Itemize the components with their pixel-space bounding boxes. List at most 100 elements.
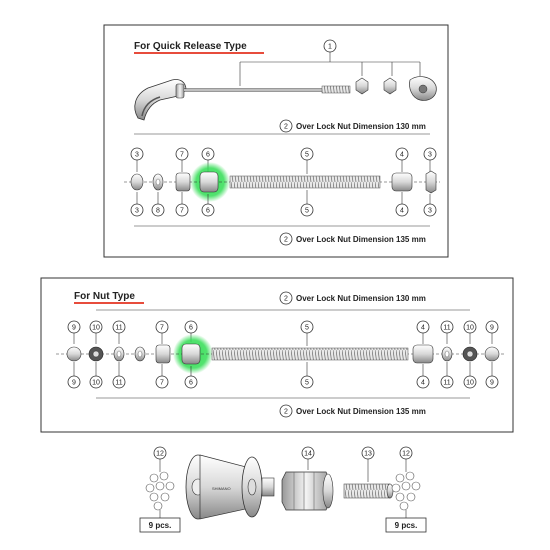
callout: 4: [395, 147, 409, 172]
svg-text:8: 8: [156, 208, 160, 215]
ball-bearings-left: 12 9 pcs.: [139, 446, 181, 533]
callout: 11: [440, 320, 454, 344]
callout: 6: [201, 147, 215, 172]
nut-type-panel: For Nut Type 2 Over Lock Nut Dimension 1…: [40, 277, 514, 433]
callout: 10: [463, 320, 477, 344]
svg-text:7: 7: [160, 325, 164, 332]
svg-text:2: 2: [284, 237, 288, 244]
svg-text:9: 9: [72, 380, 76, 387]
callout: 3: [423, 147, 437, 172]
callout: 6: [184, 320, 198, 342]
svg-text:3: 3: [135, 152, 139, 159]
qr-dimension-130: 2 Over Lock Nut Dimension 130 mm: [134, 119, 430, 135]
callout: 4: [395, 192, 409, 217]
svg-text:9: 9: [490, 380, 494, 387]
svg-text:9 pcs.: 9 pcs.: [395, 521, 418, 530]
quick-release-skewer: [134, 76, 437, 121]
svg-text:3: 3: [428, 208, 432, 215]
svg-text:11: 11: [115, 325, 122, 332]
svg-text:Over Lock Nut Dimension 130 mm: Over Lock Nut Dimension 130 mm: [296, 122, 426, 131]
skewer-callout: 1: [239, 39, 421, 86]
callout: 9: [485, 362, 499, 389]
callout: 4: [416, 364, 430, 389]
callout: 3: [423, 194, 437, 217]
svg-text:5: 5: [305, 208, 309, 215]
callout: 9: [485, 320, 499, 344]
svg-text:3: 3: [428, 152, 432, 159]
callout: 11: [112, 320, 126, 344]
callout: 5: [300, 362, 314, 389]
callout: 5: [300, 320, 314, 346]
svg-text:4: 4: [400, 208, 404, 215]
svg-text:4: 4: [400, 152, 404, 159]
hub-section: 12 9 pcs. SHIMANO 14: [139, 446, 427, 533]
callout: 6: [201, 194, 215, 217]
svg-text:9 pcs.: 9 pcs.: [149, 521, 172, 530]
axle-sleeve: 13: [343, 446, 394, 499]
qr-dimension-135: 2 Over Lock Nut Dimension 135 mm: [134, 225, 430, 246]
svg-text:10: 10: [466, 325, 474, 332]
svg-text:11: 11: [115, 380, 122, 387]
svg-text:10: 10: [92, 325, 100, 332]
callout: 10: [89, 320, 103, 344]
svg-text:1: 1: [328, 44, 332, 51]
callout: 8: [151, 192, 165, 217]
callout: 10: [89, 362, 103, 389]
svg-text:2: 2: [284, 409, 288, 416]
svg-text:9: 9: [72, 325, 76, 332]
callout: 7: [175, 147, 189, 172]
svg-text:3: 3: [135, 208, 139, 215]
svg-text:5: 5: [305, 325, 309, 332]
svg-text:7: 7: [160, 380, 164, 387]
svg-text:4: 4: [421, 325, 425, 332]
freehub-body: 14: [281, 446, 334, 511]
qr-parts-row: [124, 162, 440, 202]
nut-dimension-130: 2 Over Lock Nut Dimension 130 mm: [96, 291, 470, 311]
callout: 3: [130, 147, 144, 172]
svg-text:6: 6: [206, 152, 210, 159]
svg-text:Over Lock Nut Dimension 130 mm: Over Lock Nut Dimension 130 mm: [296, 294, 426, 303]
callout: 11: [112, 362, 126, 389]
svg-text:11: 11: [443, 380, 450, 387]
callout: 9: [67, 320, 81, 344]
callout: 7: [175, 192, 189, 217]
svg-text:2: 2: [284, 124, 288, 131]
nut-type-title: For Nut Type: [74, 291, 135, 302]
callout: 9: [67, 362, 81, 389]
svg-text:13: 13: [364, 451, 372, 458]
callout: 11: [440, 362, 454, 389]
svg-text:5: 5: [305, 152, 309, 159]
quick-release-panel: For Quick Release Type 1: [103, 24, 449, 258]
quick-release-title: For Quick Release Type: [134, 41, 247, 52]
svg-text:5: 5: [305, 380, 309, 387]
svg-text:10: 10: [466, 380, 474, 387]
svg-text:SHIMANO: SHIMANO: [212, 486, 231, 491]
callout: 5: [300, 190, 314, 217]
ball-bearings-right: 12 9 pcs.: [385, 446, 427, 533]
svg-text:2: 2: [284, 296, 288, 303]
svg-text:9: 9: [490, 325, 494, 332]
callout: 7: [155, 364, 169, 389]
svg-text:10: 10: [92, 380, 100, 387]
callout: 6: [184, 366, 198, 389]
svg-text:12: 12: [156, 451, 164, 458]
callout: 10: [463, 362, 477, 389]
svg-text:Over Lock Nut Dimension 135 mm: Over Lock Nut Dimension 135 mm: [296, 235, 426, 244]
nut-bottom-callouts: 9 10 11 7 6 5 4 11 10 9: [67, 362, 499, 389]
hub-body: SHIMANO: [185, 454, 275, 520]
nut-parts-row: [56, 334, 505, 374]
callout: 3: [130, 192, 144, 217]
svg-text:11: 11: [443, 325, 450, 332]
nut-top-callouts: 9 10 11 7 6 5 4 11 10 9: [67, 320, 499, 346]
svg-text:6: 6: [206, 208, 210, 215]
svg-text:14: 14: [304, 451, 312, 458]
svg-text:7: 7: [180, 152, 184, 159]
callout: 7: [155, 320, 169, 344]
svg-text:12: 12: [402, 451, 410, 458]
svg-text:Over Lock Nut Dimension 135 mm: Over Lock Nut Dimension 135 mm: [296, 407, 426, 416]
qr-bottom-callouts: 3 8 7 6 5 4 3: [130, 190, 437, 217]
callout: 4: [416, 320, 430, 344]
nut-dimension-135: 2 Over Lock Nut Dimension 135 mm: [96, 397, 470, 418]
svg-text:4: 4: [421, 380, 425, 387]
svg-text:6: 6: [189, 380, 193, 387]
